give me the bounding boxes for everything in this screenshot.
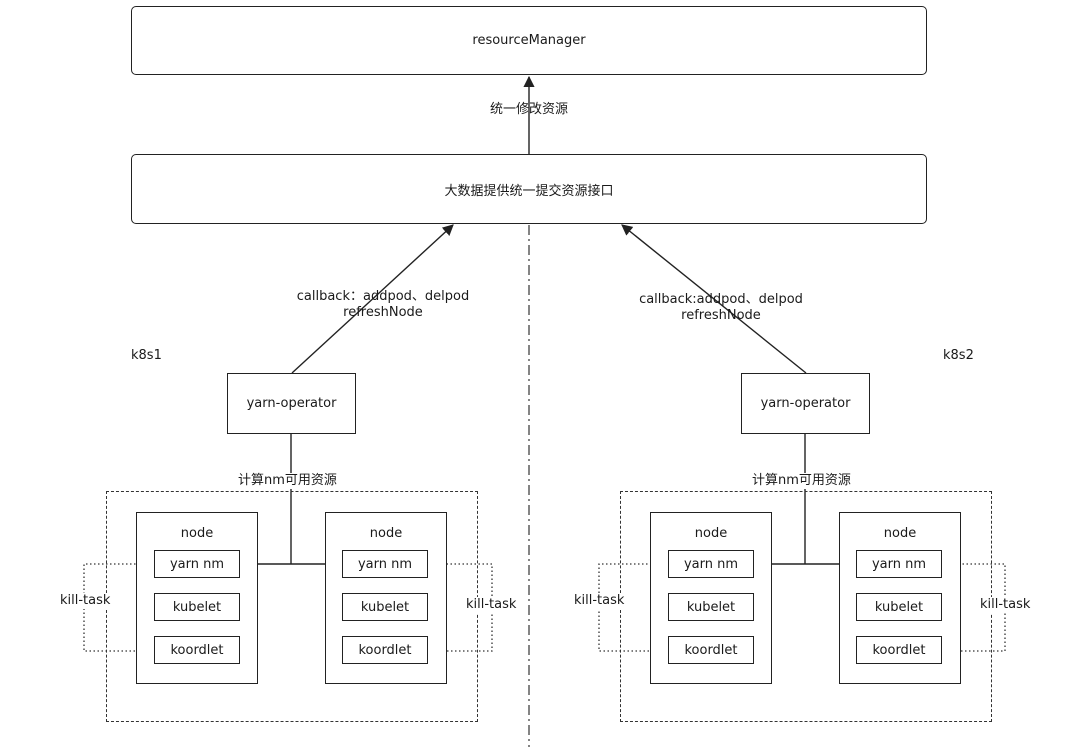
- left-kill-task-label-b: kill-task: [466, 597, 517, 613]
- left-yarn-operator-label: yarn-operator: [246, 396, 337, 411]
- left-node-a-yarn-nm: yarn nm: [154, 550, 240, 578]
- left-node-b-koordlet: koordlet: [342, 636, 428, 664]
- left-node-a-koordlet: koordlet: [154, 636, 240, 664]
- right-kill-loop-b: [941, 558, 1006, 652]
- right-node-b-koordlet: koordlet: [856, 636, 942, 664]
- left-callback-label-line2: refreshNode: [343, 305, 423, 320]
- right-zone-label: 计算nm可用资源: [752, 473, 851, 489]
- right-kill-task-label-a: kill-task: [574, 593, 625, 609]
- right-callback-label-line1: callback:addpod、delpod: [639, 292, 803, 307]
- bigdata-api-box: 大数据提供统一提交资源接口: [131, 154, 927, 224]
- left-callback-label-line1: callback：addpod、delpod: [296, 289, 470, 304]
- left-node-b-title: node: [369, 526, 403, 541]
- right-node-a-title: node: [694, 526, 728, 541]
- right-yarn-operator-box: yarn-operator: [741, 373, 870, 434]
- bigdata-api-label: 大数据提供统一提交资源接口: [444, 183, 614, 199]
- left-kill-task-label-a: kill-task: [60, 593, 111, 609]
- resource-manager-label: resourceManager: [472, 33, 586, 48]
- right-node-b-kubelet: kubelet: [856, 593, 942, 621]
- left-node-a-title: node: [180, 526, 214, 541]
- modify-resource-label: 统一修改资源: [489, 102, 568, 117]
- right-node-a-kubelet: kubelet: [668, 593, 754, 621]
- arrow-left-callback: [291, 224, 454, 374]
- right-node-b-yarn-nm: yarn nm: [856, 550, 942, 578]
- arrow-right-callback: [621, 224, 807, 374]
- left-node-b-kubelet: kubelet: [342, 593, 428, 621]
- right-node-a-koordlet: koordlet: [668, 636, 754, 664]
- right-cluster-label: k8s2: [943, 348, 974, 363]
- right-yarn-operator-label: yarn-operator: [760, 396, 851, 411]
- right-kill-task-label-b: kill-task: [980, 597, 1031, 613]
- left-zone-label: 计算nm可用资源: [238, 473, 337, 489]
- right-node-a-yarn-nm: yarn nm: [668, 550, 754, 578]
- left-cluster-label: k8s1: [131, 348, 162, 363]
- left-kill-loop-a: [83, 558, 155, 652]
- right-node-b-title: node: [883, 526, 917, 541]
- left-yarn-operator-box: yarn-operator: [227, 373, 356, 434]
- left-node-b-yarn-nm: yarn nm: [342, 550, 428, 578]
- right-callback-label-line2: refreshNode: [681, 308, 761, 323]
- resource-manager-box: resourceManager: [131, 6, 927, 75]
- left-node-a-kubelet: kubelet: [154, 593, 240, 621]
